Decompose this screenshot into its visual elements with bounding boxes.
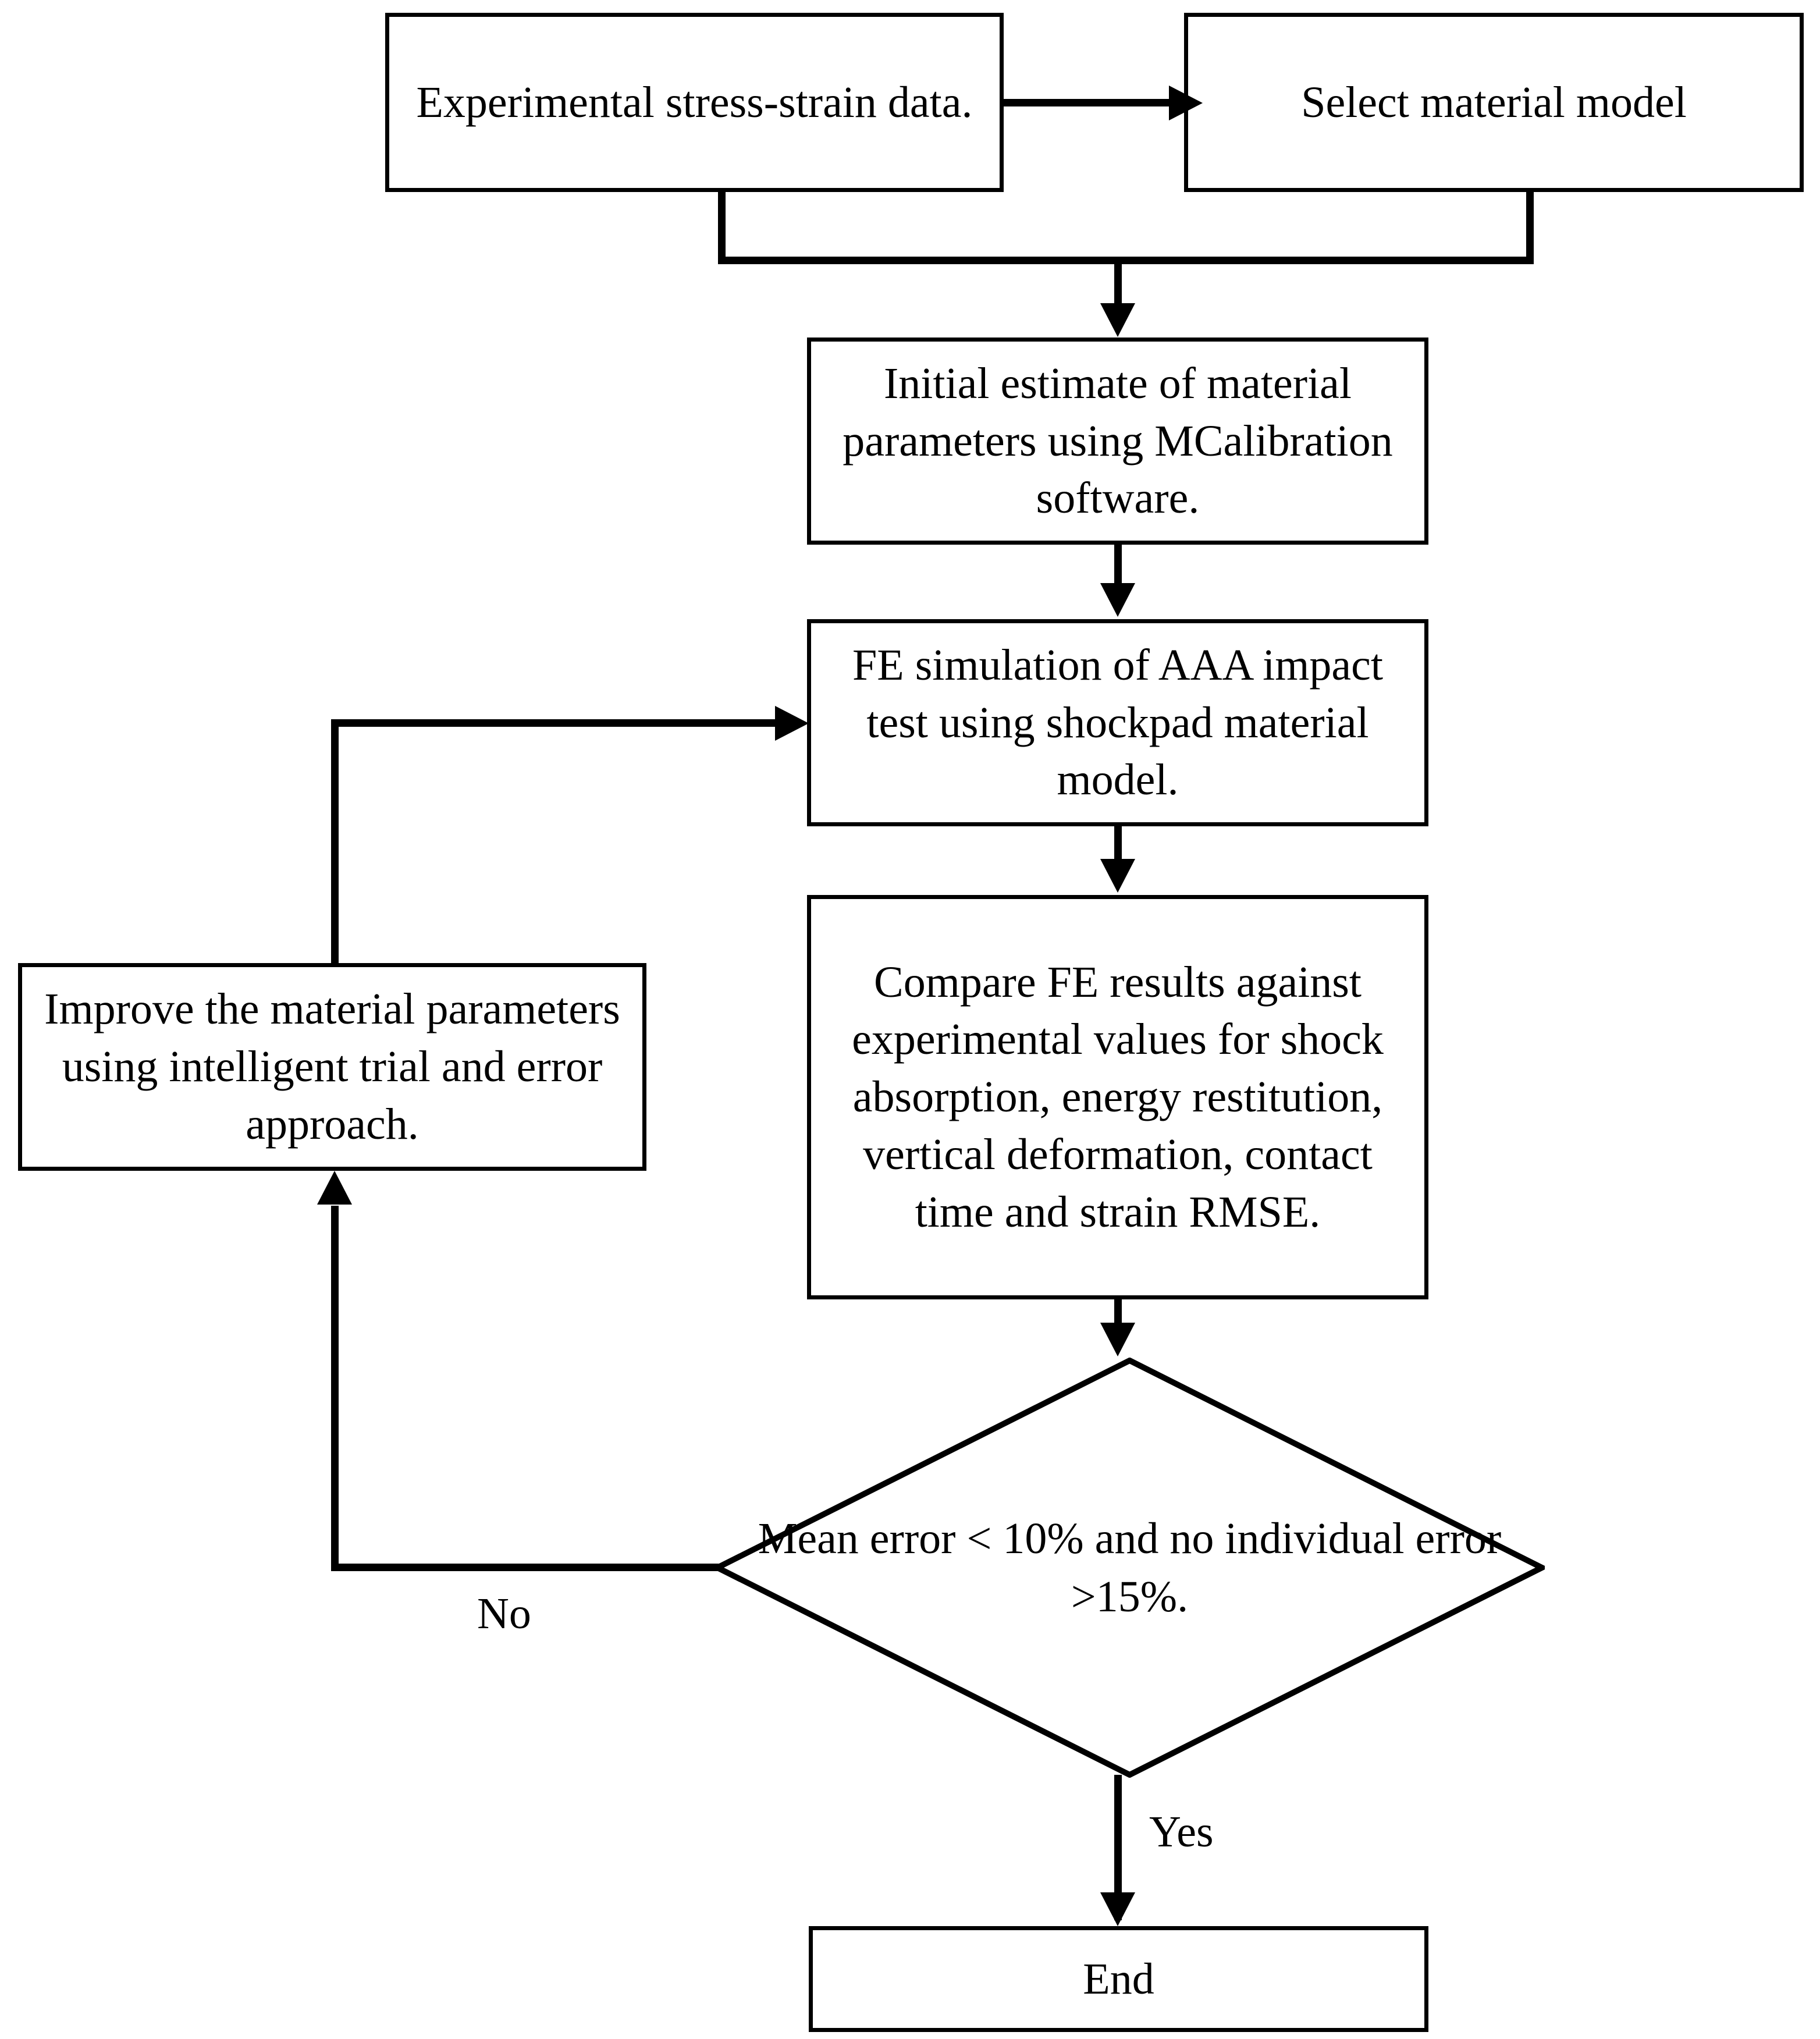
arrowhead-initial-to-fe bbox=[1100, 583, 1135, 617]
connector-data-to-model bbox=[1004, 99, 1174, 106]
connector-improve-to-fe bbox=[331, 719, 797, 727]
connector-improve-up bbox=[331, 719, 339, 967]
connector-merge-bar bbox=[718, 257, 1534, 264]
connector-fe-to-compare bbox=[1114, 826, 1122, 862]
node-select-material-model[interactable]: Select material model bbox=[1184, 13, 1804, 192]
connector-initial-to-fe bbox=[1114, 545, 1122, 587]
node-decision-diamond[interactable]: Mean error < 10% and no individual error… bbox=[715, 1358, 1545, 1778]
arrowhead-merge-to-initial bbox=[1100, 303, 1135, 337]
node-improve-parameters[interactable]: Improve the material parameters using in… bbox=[18, 963, 646, 1171]
edge-label-no: No bbox=[477, 1589, 531, 1638]
arrowhead-improve-to-fe bbox=[775, 706, 809, 741]
connector-model-down bbox=[1526, 192, 1534, 264]
arrowhead-yes-to-end bbox=[1100, 1892, 1135, 1926]
arrowhead-fe-to-compare bbox=[1100, 859, 1135, 893]
connector-merge-to-initial bbox=[1114, 257, 1122, 307]
edge-label-yes: Yes bbox=[1149, 1807, 1214, 1856]
connector-yes-vertical bbox=[1114, 1775, 1122, 1920]
node-compare-results[interactable]: Compare FE results against experimental … bbox=[807, 895, 1428, 1299]
node-experimental-data[interactable]: Experimental stress-strain data. bbox=[385, 13, 1004, 192]
node-end[interactable]: End bbox=[809, 1926, 1428, 2032]
arrowhead-compare-to-decision bbox=[1100, 1323, 1135, 1356]
connector-compare-to-decision bbox=[1114, 1299, 1122, 1326]
connector-data-down bbox=[718, 192, 726, 264]
connector-no-vertical-up bbox=[331, 1206, 339, 1567]
arrowhead-no-to-improve bbox=[317, 1171, 352, 1205]
decision-diamond-shape bbox=[715, 1358, 1545, 1778]
arrowhead-data-to-model bbox=[1169, 86, 1203, 120]
node-fe-simulation[interactable]: FE simulation of AAA impact test using s… bbox=[807, 619, 1428, 826]
connector-no-horizontal bbox=[331, 1564, 722, 1571]
node-initial-estimate[interactable]: Initial estimate of material parameters … bbox=[807, 338, 1428, 545]
